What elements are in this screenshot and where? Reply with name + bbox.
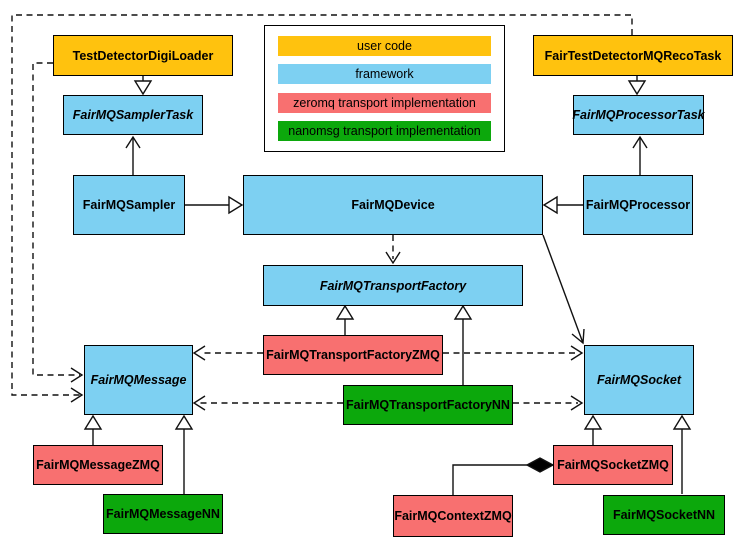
node-fairmqcontextzmq: FairMQContextZMQ	[393, 495, 513, 537]
node-fairmqtransportfactory: FairMQTransportFactory	[263, 265, 523, 306]
node-fairtestdetectormqrecotask: FairTestDetectorMQRecoTask	[533, 35, 733, 76]
node-fairmqdevice: FairMQDevice	[243, 175, 543, 235]
legend-item-framework: framework	[278, 64, 491, 85]
node-fairmqprocessortask: FairMQProcessorTask	[572, 95, 705, 135]
node-fairmqsocketzmq: FairMQSocketZMQ	[553, 445, 673, 485]
legend-item-zeromq: zeromq transport implementation	[278, 92, 491, 113]
node-fairmqmessagenn: FairMQMessageNN	[103, 494, 223, 534]
node-fairmqsamplertask: FairMQSamplerTask	[63, 95, 203, 135]
node-fairmqtransportfactoryzmq: FairMQTransportFactoryZMQ	[263, 335, 443, 375]
node-fairmqmessagezmq: FairMQMessageZMQ	[33, 445, 163, 485]
node-fairmqsocket: FairMQSocket	[584, 345, 694, 415]
node-fairmqsocketnn: FairMQSocketNN	[603, 495, 725, 535]
node-testdetectordigiloader: TestDetectorDigiLoader	[53, 35, 233, 76]
legend: user code framework zeromq transport imp…	[264, 25, 505, 152]
node-fairmqprocessor: FairMQProcessor	[583, 175, 693, 235]
node-fairmqmessage: FairMQMessage	[84, 345, 193, 415]
node-fairmqtransportfactorynn: FairMQTransportFactoryNN	[343, 385, 513, 425]
legend-item-nanomsg: nanomsg transport implementation	[278, 120, 491, 141]
legend-item-user-code: user code	[278, 36, 491, 56]
composition-edge	[452, 457, 555, 495]
node-fairmqsampler: FairMQSampler	[73, 175, 185, 235]
association-edges	[125, 135, 648, 345]
